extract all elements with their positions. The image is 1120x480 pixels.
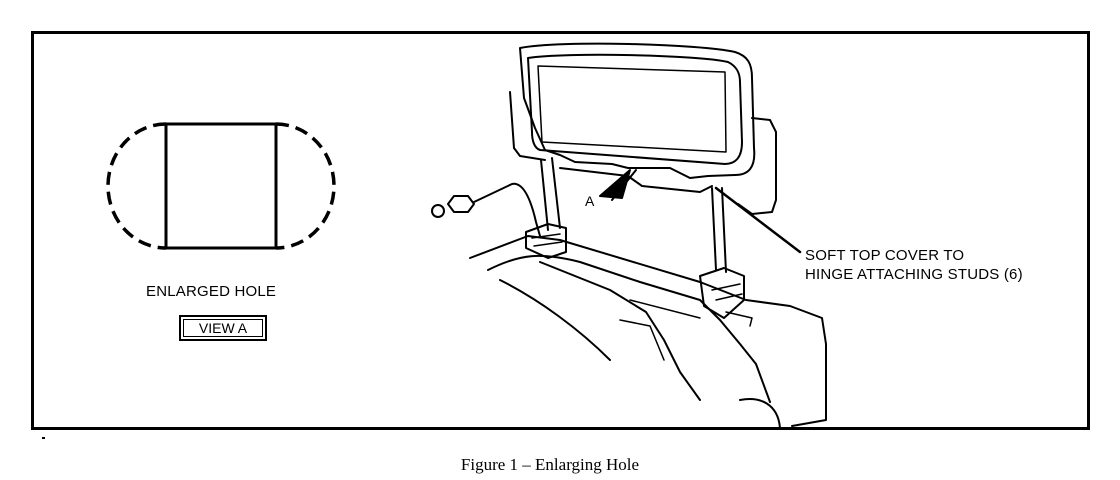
deck-channel: [499, 279, 611, 361]
stray-mark: [42, 437, 45, 439]
soft-top-frame-inner: [527, 53, 743, 165]
nut: [447, 195, 475, 213]
soft-top-panel: [537, 65, 727, 153]
view-a-label: VIEW A: [198, 320, 248, 336]
callout-line-1: SOFT TOP COVER TO: [805, 247, 965, 264]
left-hinge-block: [525, 223, 567, 259]
frame-right-edge: [737, 117, 777, 215]
view-marker-label: A: [585, 193, 595, 209]
hole-outline-right: [275, 122, 336, 250]
left-hinge-detail: [531, 233, 563, 247]
hole-square: [164, 122, 278, 250]
view-a-arrow: [599, 169, 637, 201]
trunk-detail-lines: [619, 299, 701, 361]
figure-caption-row: Figure 1 – Enlarging Hole: [0, 455, 1120, 475]
frame-left-edge: [509, 91, 546, 161]
washer: [431, 204, 445, 218]
tail-lamp: [739, 398, 781, 429]
hole-outline-left: [106, 122, 167, 250]
left-hinge-arm: [540, 157, 561, 231]
callout-leader: [714, 186, 802, 254]
right-hinge-block: [699, 267, 745, 319]
deck-lid-curve: [539, 261, 701, 401]
figure-caption: Figure 1 – Enlarging Hole: [460, 455, 640, 474]
trunk-outline: [469, 235, 827, 427]
enlarged-hole-label: ENLARGED HOLE: [146, 283, 277, 300]
view-a-box: VIEW A: [179, 315, 267, 341]
soft-top-frame-outer: [519, 42, 756, 179]
right-hinge-detail: [711, 283, 753, 327]
frame-bottom-rail: [559, 167, 713, 193]
enlarged-hole-detail: [106, 122, 336, 250]
right-hinge-arm: [711, 187, 727, 273]
figure-frame: [31, 31, 1090, 430]
stud-cable: [473, 182, 541, 237]
car-illustration: [431, 42, 827, 429]
trunk-inner-edge: [487, 254, 771, 403]
callout-line-2: HINGE ATTACHING STUDS (6): [805, 266, 1023, 283]
